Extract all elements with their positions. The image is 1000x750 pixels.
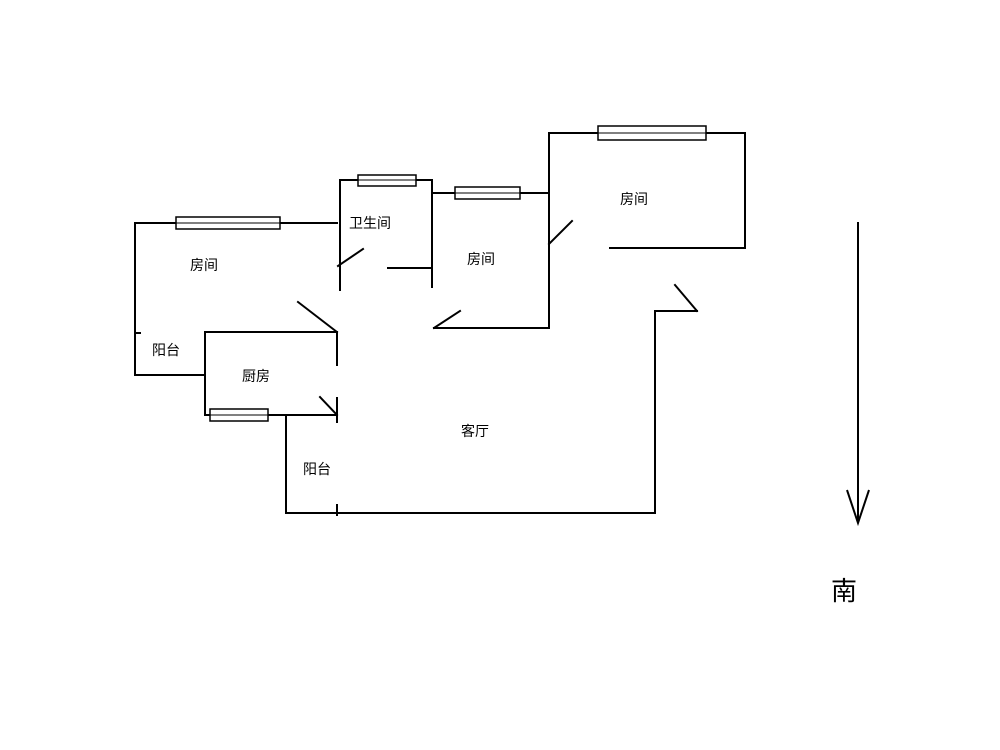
window-bathroom [357, 174, 417, 187]
window-kitchen [209, 408, 269, 422]
label-bedroom-left: 房间 [190, 258, 218, 274]
door-middle-bedroom [432, 309, 462, 330]
label-bathroom: 卫生间 [349, 216, 391, 232]
room-labels: 房间 卫生间 房间 房间 阳台 厨房 客厅 阳台 [152, 192, 648, 478]
windows [175, 125, 707, 422]
window-right-bedroom [597, 125, 707, 141]
compass: 南 [831, 222, 870, 607]
label-kitchen: 厨房 [242, 369, 270, 385]
door-left-bedroom [296, 300, 339, 334]
label-living-room: 客厅 [461, 423, 489, 440]
window-left-bedroom [175, 216, 281, 230]
label-bedroom-middle: 房间 [467, 252, 495, 268]
door-right-bedroom [547, 219, 574, 246]
door-bathroom [336, 247, 365, 268]
compass-arrow-head [846, 489, 870, 527]
label-balcony-bottom: 阳台 [303, 462, 331, 478]
door-entrance [673, 283, 699, 313]
doors [296, 219, 699, 423]
label-bedroom-right: 房间 [620, 192, 648, 208]
label-balcony-left: 阳台 [152, 343, 180, 359]
compass-direction-label: 南 [831, 577, 857, 607]
door-kitchen [318, 395, 339, 417]
window-middle-bedroom [454, 186, 521, 200]
